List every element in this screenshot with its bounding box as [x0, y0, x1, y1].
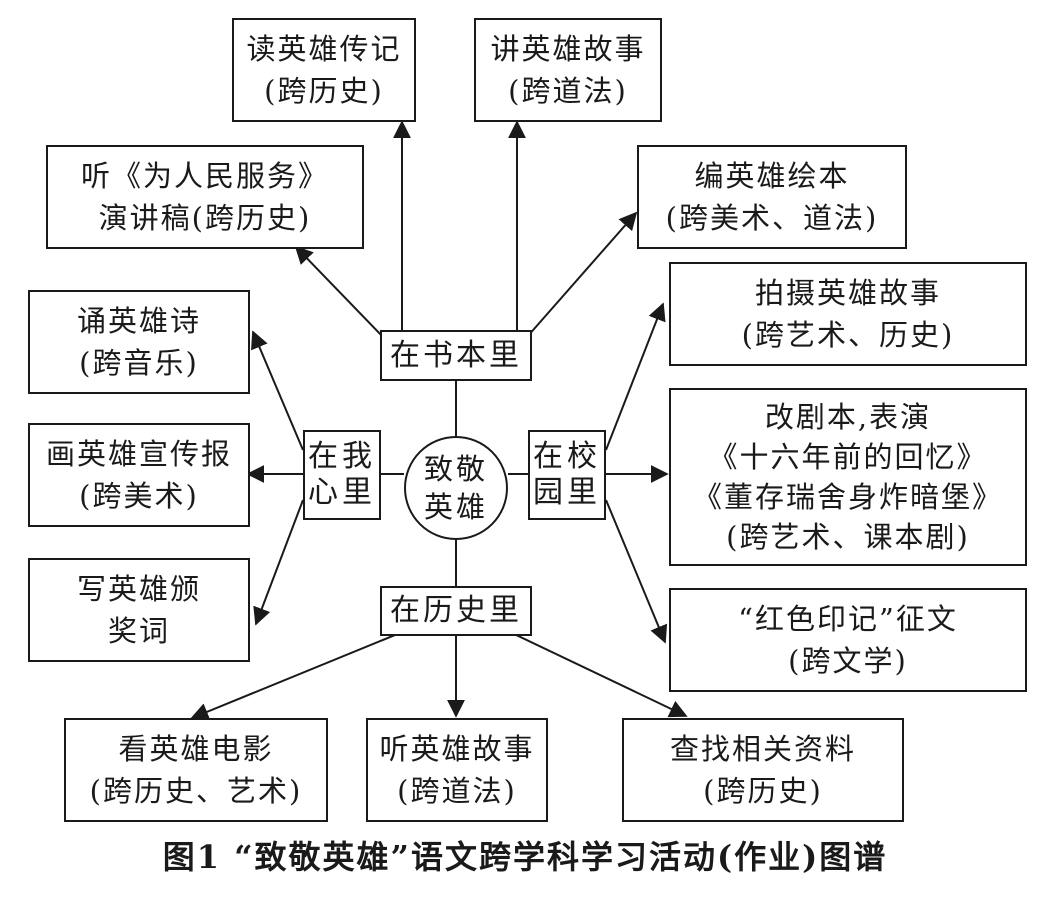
node-line: “红色印记”征文: [738, 602, 958, 636]
node-line: (跨美术、道法): [665, 201, 879, 235]
node-line: 《董存瑞舍身炸暗堡》: [692, 480, 1003, 514]
node-line: 《十六年前的回忆》: [708, 440, 988, 474]
node-line: 拍摄英雄故事: [754, 276, 941, 310]
hub-line: 在我: [308, 439, 376, 474]
node-draw-hero-poster: 画英雄宣传报 (跨美术): [28, 423, 250, 527]
node-line: (跨历史): [703, 774, 823, 808]
center-line: 英雄: [423, 490, 488, 524]
node-line: (跨音乐): [79, 346, 199, 380]
node-line: 看英雄电影: [118, 732, 274, 766]
node-line: (跨历史): [264, 74, 384, 108]
hub-in-books: 在书本里: [380, 330, 532, 381]
node-line: 读英雄传记: [246, 32, 402, 66]
node-line: (跨道法): [508, 74, 628, 108]
arrow-to-essay: [605, 499, 668, 644]
node-adapt-script-perform: 改剧本,表演 《十六年前的回忆》 《董存瑞舍身炸暗堡》 (跨艺术、课本剧): [669, 388, 1027, 566]
hub-in-my-heart: 在我 心里: [303, 430, 381, 520]
node-red-memory-essay: “红色印记”征文 (跨文学): [669, 588, 1027, 692]
hub-line: 在校: [533, 439, 601, 474]
node-line: 演讲稿(跨历史): [98, 201, 312, 235]
node-write-hero-eulogy: 写英雄颁 奖词: [28, 558, 250, 662]
arrow-to-picture-book: [526, 211, 638, 338]
node-line: (跨艺术、历史): [741, 318, 955, 352]
figure-caption: 图1 “致敬英雄”语文跨学科学习活动(作业)图谱: [162, 838, 888, 876]
node-tell-hero-story: 讲英雄故事 (跨道法): [474, 18, 662, 122]
arrow-to-film-story: [605, 302, 666, 451]
node-listen-speech: 听《为人民服务》 演讲稿(跨历史): [46, 145, 364, 249]
node-line: 编英雄绘本: [694, 159, 850, 193]
arrow-to-listen-speech: [294, 245, 385, 339]
node-line: 查找相关资料: [669, 732, 856, 766]
hub-line: 园里: [533, 475, 601, 510]
node-line: 听《为人民服务》: [80, 159, 329, 193]
hub-in-history: 在历史里: [380, 586, 532, 636]
node-find-related-info: 查找相关资料 (跨历史): [622, 718, 904, 822]
node-line: (跨文学): [788, 644, 908, 678]
node-line: 改剧本,表演: [764, 400, 932, 434]
node-listen-hero-story: 听英雄故事 (跨道法): [366, 718, 548, 822]
node-watch-hero-movie: 看英雄电影 (跨历史、艺术): [64, 718, 328, 822]
node-line: 奖词: [107, 614, 170, 648]
node-line: (跨历史、艺术): [89, 774, 303, 808]
node-line: (跨道法): [397, 774, 517, 808]
arrow-to-write-eulogy: [253, 499, 304, 626]
node-line: (跨艺术、课本剧): [726, 520, 970, 554]
arrow-to-find-info: [511, 632, 688, 718]
node-line: 写英雄颁: [76, 572, 201, 606]
hub-line: 心里: [308, 475, 376, 510]
node-line: 画英雄宣传报: [45, 437, 232, 471]
node-line: 听英雄故事: [379, 732, 535, 766]
node-make-picture-book: 编英雄绘本 (跨美术、道法): [637, 145, 907, 249]
arrow-to-watch-movie: [190, 632, 401, 721]
arrow-to-recite-poem: [251, 330, 304, 451]
node-line: 讲英雄故事: [490, 32, 646, 66]
node-read-hero-biography: 读英雄传记 (跨历史): [232, 18, 416, 122]
node-recite-hero-poem: 诵英雄诗 (跨音乐): [28, 290, 250, 394]
node-line: (跨美术): [79, 479, 199, 513]
node-film-hero-story: 拍摄英雄故事 (跨艺术、历史): [669, 262, 1027, 366]
center-salute-heroes: 致敬 英雄: [404, 436, 508, 540]
node-line: 诵英雄诗: [76, 304, 201, 338]
hub-in-campus: 在校 园里: [528, 430, 606, 520]
center-line: 致敬: [423, 452, 488, 486]
